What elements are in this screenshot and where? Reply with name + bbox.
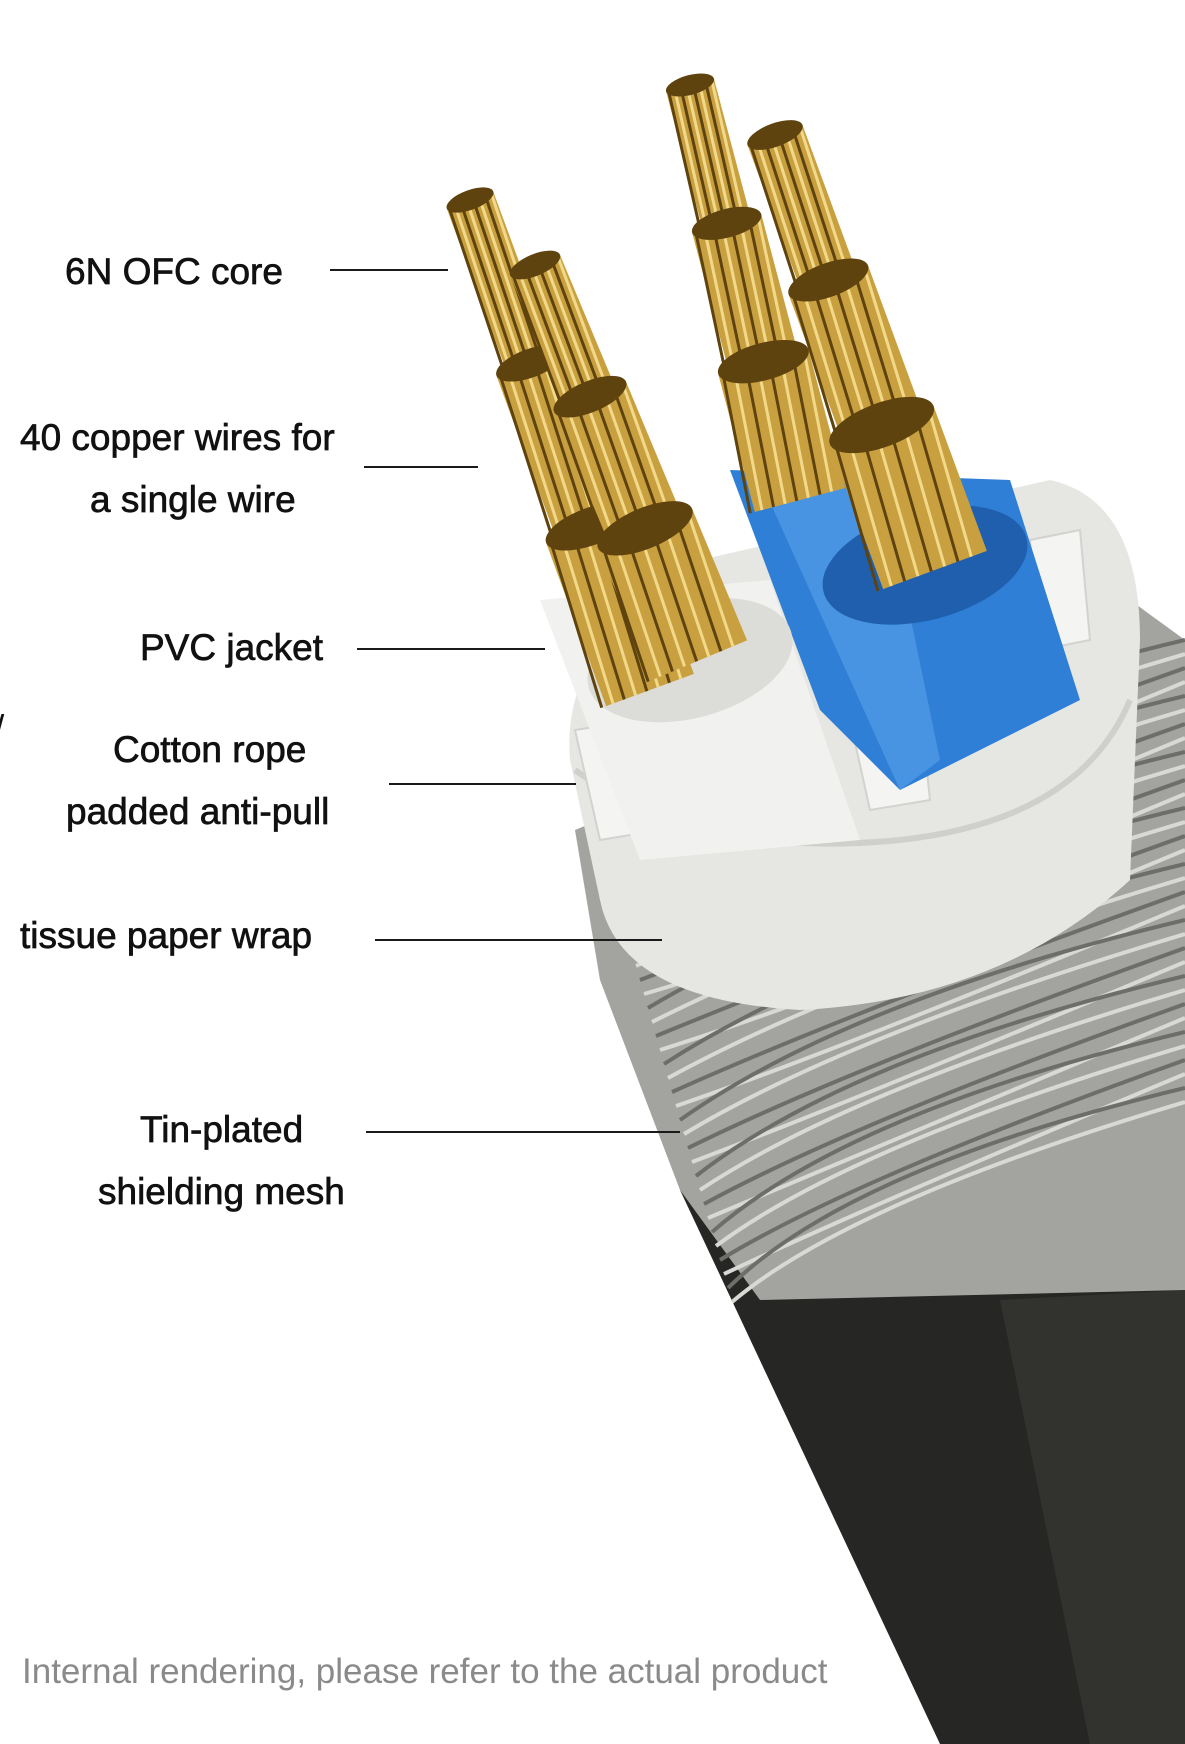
- braid-strand: [718, 1058, 1185, 1262]
- braid-strand: [687, 946, 1185, 1150]
- label-cotton-line2: padded anti-pull: [66, 791, 330, 833]
- leader-line-core: [330, 269, 448, 271]
- leader-line-copper: [364, 466, 478, 468]
- disclaimer-footer: Internal rendering, please refer to the …: [22, 1652, 828, 1691]
- label-core: 6N OFC core: [65, 251, 284, 293]
- braid-strand: [698, 988, 1185, 1192]
- braid-strand: [703, 1002, 1185, 1206]
- label-tin-line2: shielding mesh: [98, 1171, 346, 1213]
- copper-conductor: [665, 73, 846, 514]
- label-tissue: tissue paper wrap: [20, 915, 313, 957]
- copper-conductor: [747, 120, 987, 592]
- braid-strand: [714, 1044, 1185, 1248]
- braid-strand: [682, 932, 1185, 1136]
- label-tin-line1: Tin-plated: [140, 1109, 304, 1151]
- copper-conductor: [509, 250, 748, 683]
- label-copper-line2: a single wire: [90, 479, 296, 521]
- label-pvc: PVC jacket: [140, 627, 324, 669]
- stray-glyph: /: [0, 708, 4, 750]
- braid-strand: [730, 1100, 1185, 1304]
- braid-strand: [671, 890, 1185, 1094]
- copper-conductors: [446, 73, 987, 709]
- braid-strand: [726, 1086, 1185, 1290]
- leader-line-tissue: [375, 939, 662, 941]
- braid-strand: [678, 918, 1185, 1122]
- label-cotton-line1: Cotton rope: [113, 729, 307, 771]
- leader-line-cotton: [389, 783, 576, 785]
- braid-strand: [710, 1030, 1185, 1234]
- braid-strand: [694, 974, 1185, 1178]
- label-copper-line1: 40 copper wires for: [20, 417, 335, 459]
- leader-line-pvc: [357, 648, 545, 650]
- leader-line-tin: [366, 1131, 680, 1133]
